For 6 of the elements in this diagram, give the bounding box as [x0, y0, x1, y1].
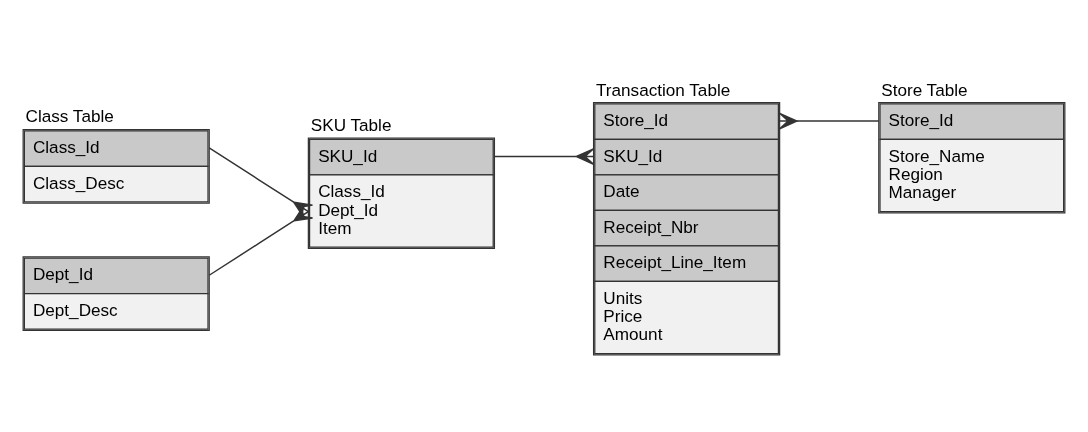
connector: [778, 112, 880, 129]
node-label: Transaction Table: [596, 79, 731, 100]
connector: [493, 147, 595, 165]
node-label: SKU Table: [310, 114, 392, 135]
node-label: Store Table: [881, 79, 968, 100]
node-label: Class Table: [25, 105, 114, 126]
